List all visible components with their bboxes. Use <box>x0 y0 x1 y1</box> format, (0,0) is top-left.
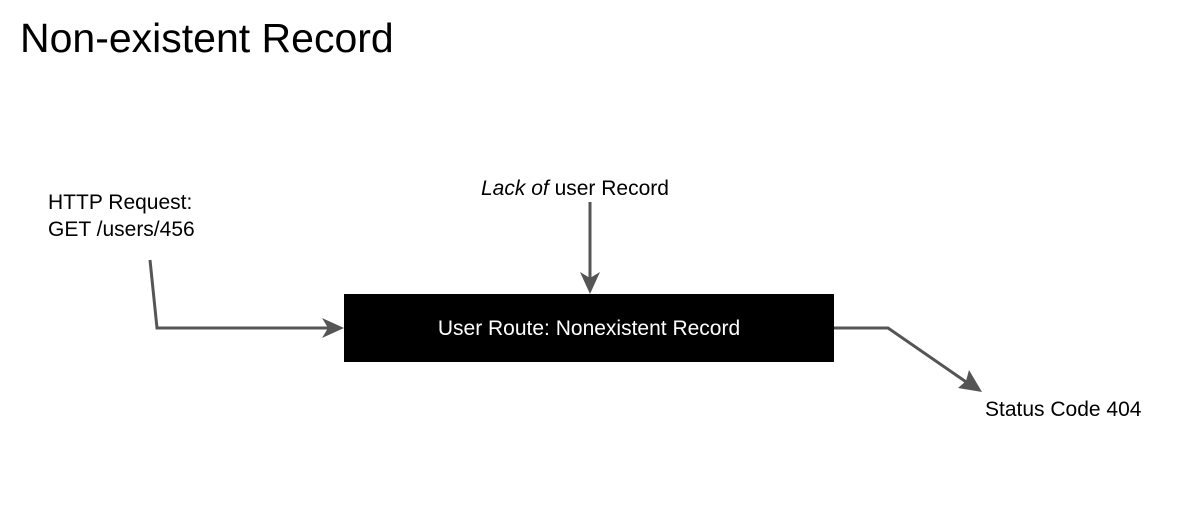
user-record-text: user Record <box>554 177 669 200</box>
http-request-method-line: HTTP Request: <box>48 191 193 214</box>
user-route-label: User Route: Nonexistent Record <box>437 316 741 340</box>
slide-title: Non-existent Record <box>20 15 394 61</box>
lack-of-record-label: Lack of user Record <box>481 175 669 202</box>
user-route-box: User Route: Nonexistent Record <box>344 294 834 362</box>
http-request-label: HTTP Request: GET /users/456 <box>48 189 195 243</box>
route-to-status-arrow <box>834 326 973 388</box>
request-arrowhead <box>322 318 344 338</box>
record-arrowhead <box>580 272 600 294</box>
request-to-route-arrow <box>148 259 336 330</box>
http-request-path-line: GET /users/456 <box>48 218 195 241</box>
lack-of-emphasis: Lack of <box>481 177 549 200</box>
status-arrowhead <box>958 370 982 392</box>
status-code-label: Status Code 404 <box>985 398 1142 421</box>
